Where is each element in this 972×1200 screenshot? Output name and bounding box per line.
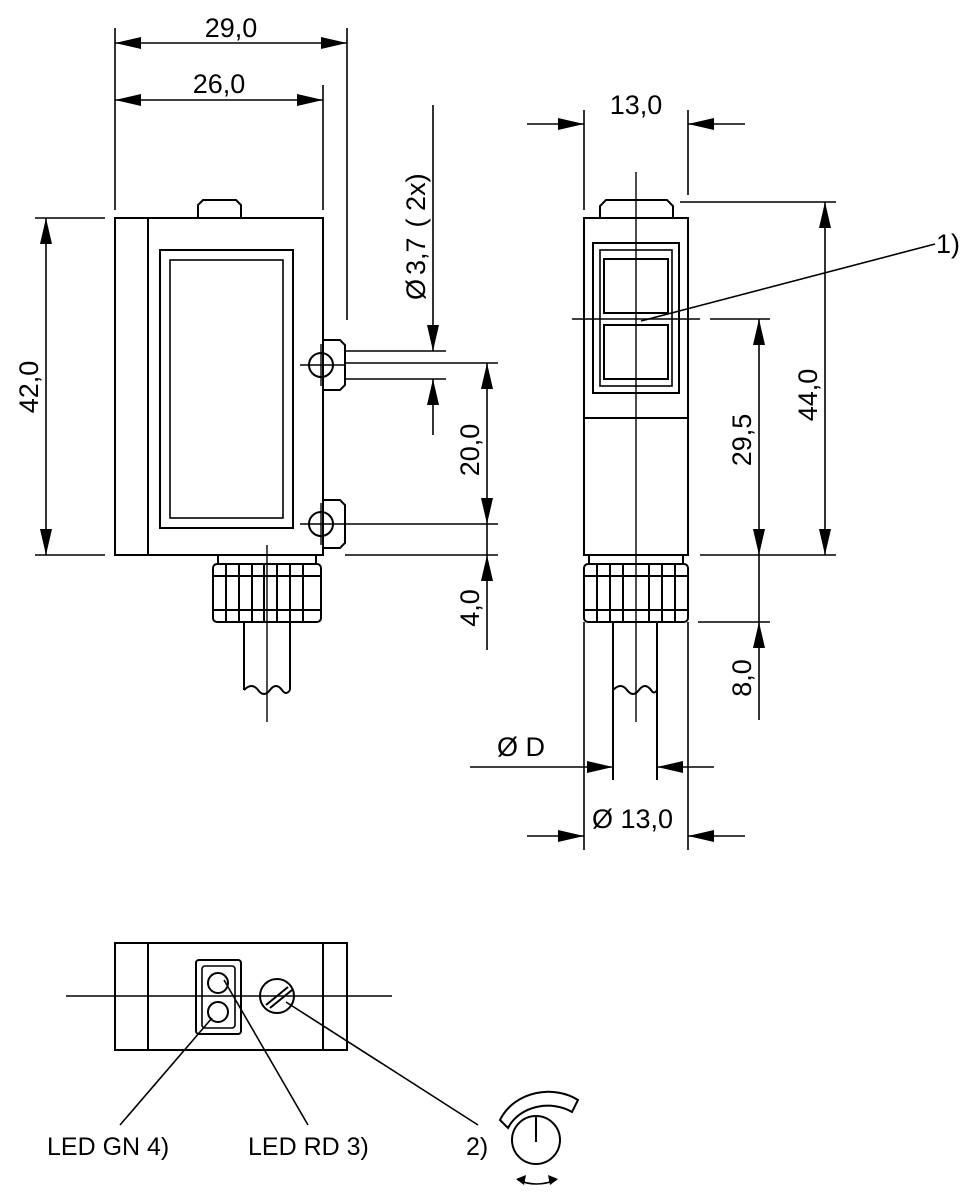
dim-hole-spacing: 20,0 [455, 424, 485, 477]
led-red-indicator [207, 972, 229, 994]
hole-diameter-value: 3,7 [401, 237, 431, 275]
diameter-symbol: Ø [401, 279, 431, 300]
dim-height: 42,0 [14, 361, 44, 414]
dim-hole-offset: 4,0 [455, 589, 485, 627]
potentiometer-knob [259, 978, 295, 1014]
dim-optical-axis: 29,5 [727, 414, 757, 467]
dim-side-width: 13,0 [610, 90, 663, 120]
hole-diameter-label: Ø 3,7 ( 2x) [401, 173, 431, 300]
hole-count: ( 2x) [401, 173, 431, 227]
top-view: LED GN 4) LED RD 3) 2) [47, 942, 580, 1185]
led-green-indicator [207, 1001, 229, 1023]
dim-cable-diameter: Ø D [497, 732, 545, 762]
dim-width-body: 26,0 [193, 69, 246, 99]
label-led-red: LED RD 3) [248, 1133, 369, 1161]
rotate-adjust-icon [498, 1090, 580, 1185]
side-view: 1) 13,0 44,0 29,5 8,0 Ø D [470, 90, 960, 850]
note-optical-axis: 1) [936, 229, 960, 259]
dim-nut-diameter: Ø 13,0 [592, 804, 673, 834]
front-view: 29,0 26,0 42,0 Ø 3,7 ( 2x) 20,0 [14, 13, 498, 722]
label-led-green: LED GN 4) [47, 1133, 169, 1161]
dim-connector-length: 8,0 [727, 659, 757, 697]
dim-side-height: 44,0 [793, 369, 823, 422]
dim-width-overall: 29,0 [205, 13, 258, 43]
label-potentiometer: 2) [466, 1133, 488, 1161]
